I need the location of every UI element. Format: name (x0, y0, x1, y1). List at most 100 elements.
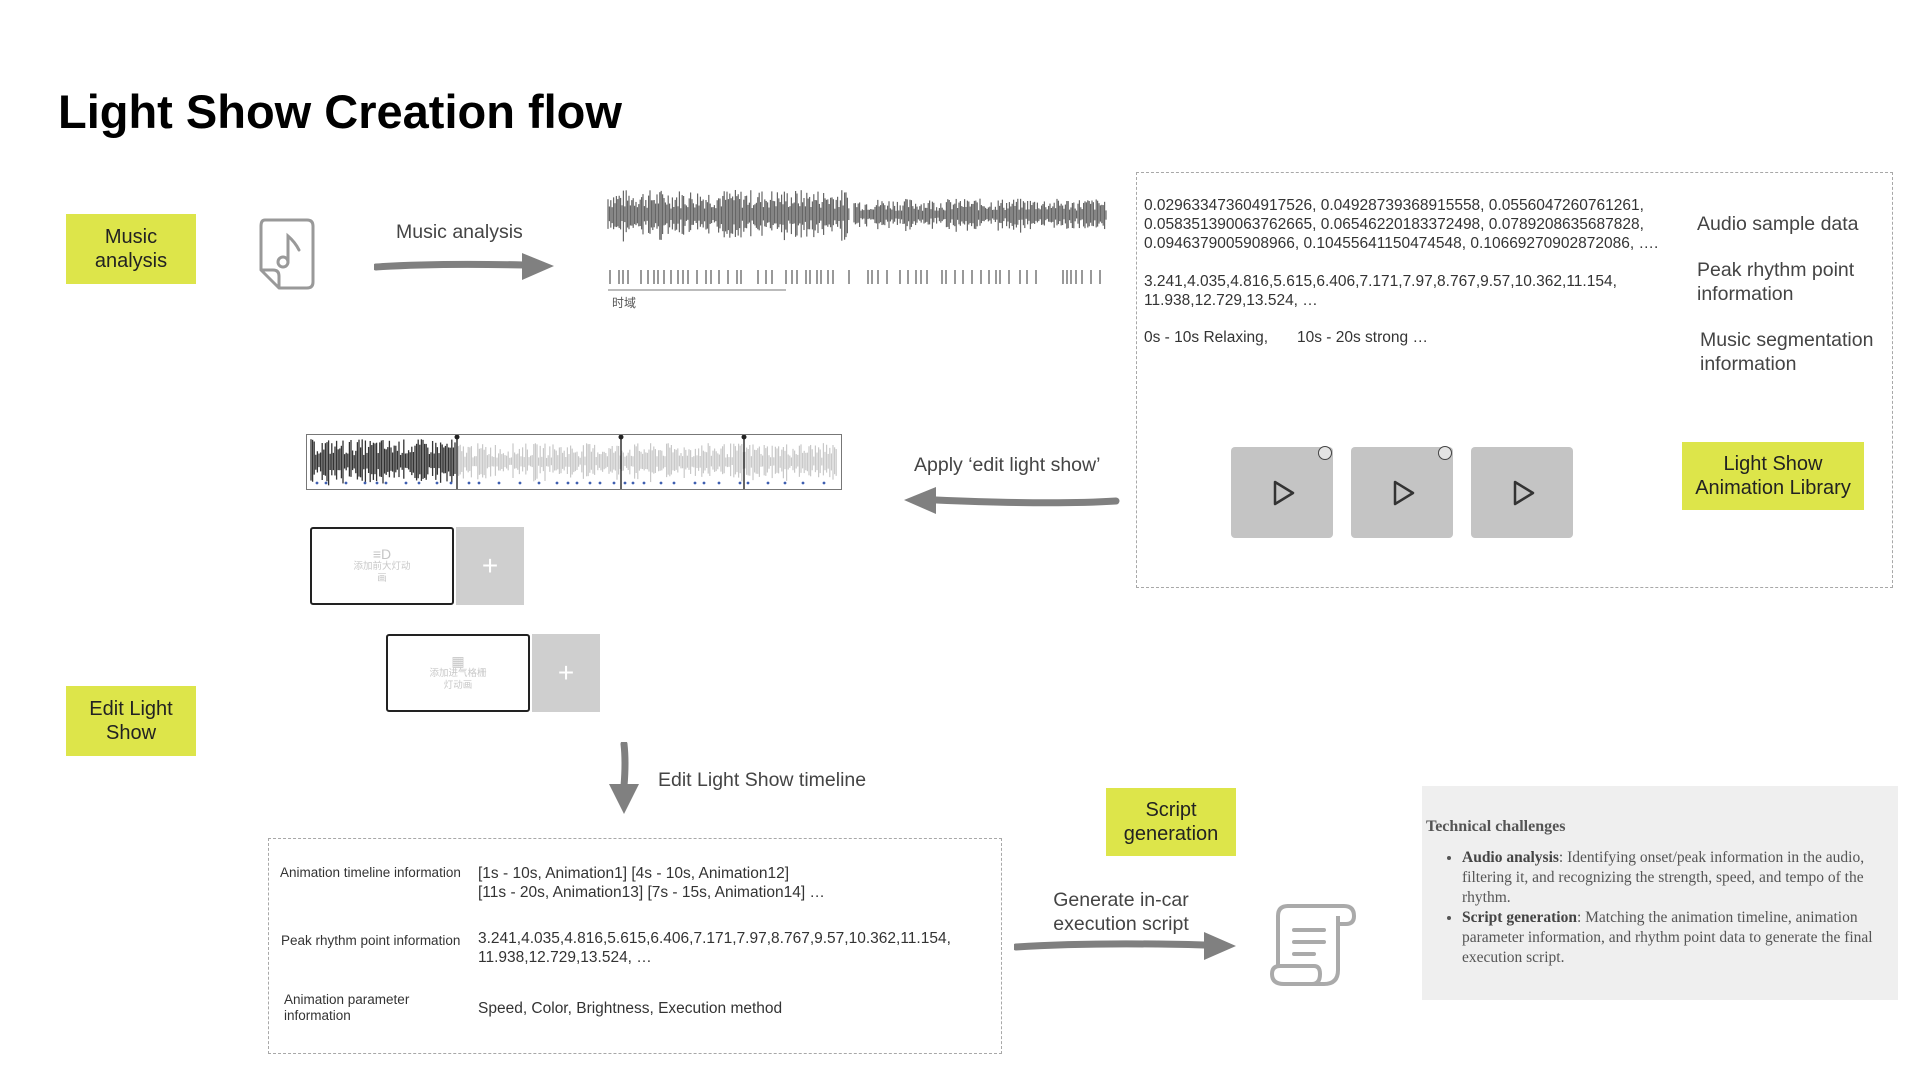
challenge-term: Audio analysis (1462, 849, 1559, 866)
arrow-label-music-analysis: Music analysis (396, 221, 523, 243)
peak-point-dot (746, 481, 750, 485)
peak-point-dot (344, 481, 348, 485)
peak-point-dot (404, 481, 408, 485)
peak-point-dot (537, 481, 541, 485)
peak-point-dot (659, 481, 663, 485)
tile-select-indicator-2[interactable] (1438, 446, 1452, 460)
challenge-term: Script generation (1462, 909, 1577, 926)
peak-values-2: 11.938,12.729,13.524, … (478, 949, 652, 966)
peak-point-dot (738, 481, 742, 485)
timeline-info-panel (268, 838, 1002, 1054)
peak-point-dot (449, 481, 453, 485)
segment-values-a: 0s - 10s Relaxing, (1144, 329, 1269, 346)
technical-challenges-heading: Technical challenges (1426, 818, 1566, 835)
peak-point-dot (384, 481, 388, 485)
audio-sample-values: 0.029633473604917526, 0.0492873936891555… (1144, 197, 1659, 252)
peak-point-dot (566, 481, 570, 485)
stage-edit-light-show: Edit Light Show (66, 686, 196, 756)
peak-point-dot (693, 481, 697, 485)
challenge-item: Script generation: Matching the animatio… (1462, 908, 1882, 968)
arrow-apply-edit (904, 487, 1120, 514)
analysis-output-panel (1136, 172, 1893, 588)
label-music-segmentation: Music segmentation information (1700, 329, 1874, 375)
play-icon (1273, 480, 1295, 505)
peak-values-1: 3.241,4.035,4.816,5.615,6.406,7.171,7.97… (478, 930, 951, 947)
add-grille-animation-button[interactable]: + (532, 634, 600, 712)
script-scroll-icon (1270, 904, 1357, 986)
arrow-generate-script (1014, 932, 1236, 960)
arrow-edit-timeline (609, 742, 639, 814)
page-title: Light Show Creation flow (58, 85, 622, 138)
stage-music-analysis-label: Music analysis (94, 226, 168, 272)
timeline-waveform (310, 435, 837, 489)
technical-challenges-list: Audio analysis: Identifying onset/peak i… (1426, 848, 1882, 968)
grille-icon: ▦ (451, 653, 465, 669)
arrow-music-analysis (374, 253, 554, 280)
beat-tick-strip (608, 270, 1101, 291)
challenge-item: Audio analysis: Identifying onset/peak i… (1462, 848, 1882, 908)
challenge-text: : Identifying onset/peak information in … (1462, 849, 1865, 906)
peak-point-dot (315, 481, 319, 485)
technical-challenges-panel: Technical challenges Audio analysis: Ide… (1422, 786, 1898, 1000)
peak-point-dot (467, 481, 471, 485)
tile-select-indicator-1[interactable] (1318, 446, 1332, 460)
peak-point-dot (783, 481, 787, 485)
label-peak-rhythm: Peak rhythm point information (1697, 259, 1855, 305)
peak-point-dot (631, 481, 635, 485)
peak-point-dot (375, 481, 379, 485)
audio-waveform (607, 189, 1107, 242)
headlight-animation-slot[interactable]: ≡D 添加前大灯动画 (310, 527, 454, 605)
plus-icon: + (481, 550, 499, 581)
segment-marker-handle[interactable] (741, 435, 747, 440)
stage-light-show-library-label: Light Show Animation Library (1695, 453, 1851, 499)
peak-point-dot (702, 481, 706, 485)
stage-script-generation: Script generation (1106, 788, 1236, 856)
peak-point-dot (801, 481, 805, 485)
peak-point-dot (642, 481, 646, 485)
peak-point-dot (575, 481, 579, 485)
animation-param-values: Speed, Color, Brightness, Execution meth… (478, 1000, 783, 1017)
peak-point-dot (477, 481, 481, 485)
peak-point-dot (588, 481, 592, 485)
peak-point-dot (518, 481, 522, 485)
peak-point-dot (822, 481, 826, 485)
time-domain-label: 时域 (612, 296, 637, 310)
play-icon (1393, 480, 1415, 505)
animation-tile-2[interactable] (1351, 447, 1453, 538)
segment-marker-handle[interactable] (618, 435, 624, 440)
stage-edit-light-show-label: Edit Light Show (89, 698, 173, 744)
stage-light-show-library: Light Show Animation Library (1682, 442, 1864, 510)
stage-music-analysis: Music analysis (66, 214, 196, 284)
label-audio-sample-data: Audio sample data (1697, 213, 1859, 235)
peak-point-dot (435, 481, 439, 485)
headlight-slot-label: 添加前大灯动画 (353, 561, 411, 584)
peak-point-dot (672, 481, 676, 485)
plus-icon: + (557, 657, 575, 688)
headlight-icon: ≡D (372, 546, 392, 562)
row-label-peak-rhythm: Peak rhythm point information (281, 933, 461, 948)
stage-script-generation-label: Script generation (1123, 799, 1219, 845)
animation-tile-1[interactable] (1231, 447, 1333, 538)
segment-marker-handle[interactable] (454, 435, 460, 440)
peak-point-dot (324, 481, 328, 485)
row-label-animation-timeline: Animation timeline information (280, 865, 461, 880)
row-label-animation-params: Animation parameter information (284, 992, 410, 1023)
peak-point-values: 3.241,4.035,4.816,5.615,6.406,7.171,7.97… (1144, 273, 1617, 309)
peak-point-dot (623, 481, 627, 485)
arrow-label-edit-timeline: Edit Light Show timeline (658, 769, 867, 791)
segment-values-b: 10s - 20s strong … (1297, 329, 1428, 346)
timeline-entries-2: [11s - 20s, Animation13] [7s - 15s, Anim… (478, 884, 825, 901)
peak-point-dot (555, 481, 559, 485)
add-headlight-animation-button[interactable]: + (456, 527, 524, 605)
grille-slot-label: 添加进气格栅灯动画 (429, 668, 487, 691)
peak-point-dot (417, 481, 421, 485)
grille-animation-slot[interactable]: ▦ 添加进气格栅灯动画 (386, 634, 530, 712)
music-file-icon (259, 218, 315, 290)
arrow-label-apply-edit: Apply ‘edit light show’ (914, 454, 1101, 476)
peak-point-dot (497, 481, 501, 485)
peak-point-dot (717, 481, 721, 485)
peak-point-dot (363, 481, 367, 485)
peak-point-dot (612, 481, 616, 485)
peak-point-dot (598, 481, 602, 485)
animation-tile-3[interactable] (1471, 447, 1573, 538)
